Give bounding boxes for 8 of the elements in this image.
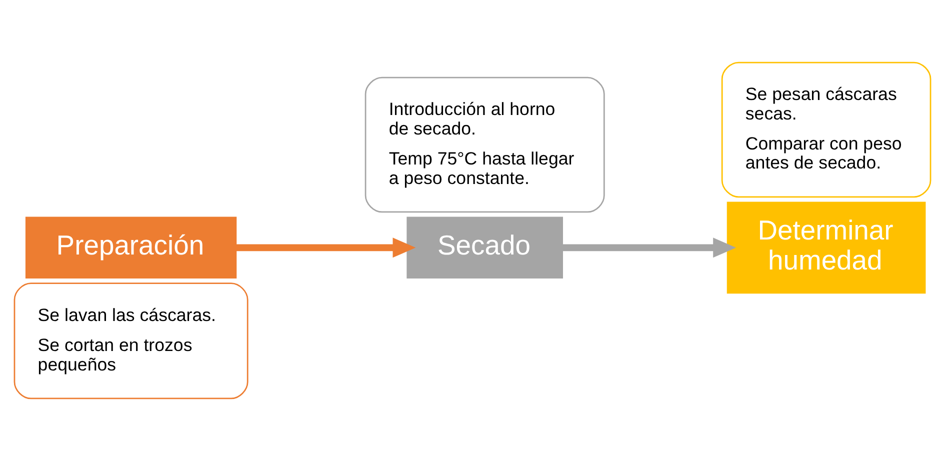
node-box: Determinar humedad: [726, 201, 926, 294]
node-box: Secado: [406, 216, 562, 278]
node-box: Se lavan las cáscaras. Se cortan en trozos pequeños: [13, 282, 248, 399]
arrow: [236, 237, 416, 258]
node-box: Se pesan cáscaras secas. Comparar con peso antes de secado.: [720, 61, 931, 198]
node-box: Preparación: [24, 216, 236, 278]
arrow: [562, 237, 736, 258]
node-box: Introducción al horno de secado. Temp 75°C hasta llegar a peso constante.: [364, 76, 604, 212]
